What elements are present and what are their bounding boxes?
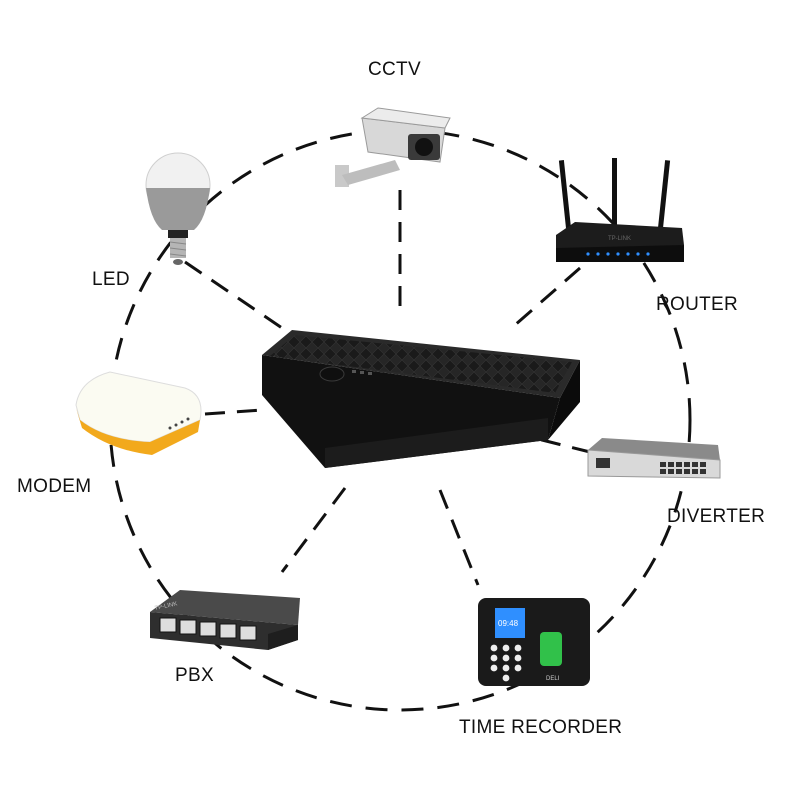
pbx-icon: TP-LINK xyxy=(150,590,300,650)
label-modem: MODEM xyxy=(17,476,92,497)
modem-icon xyxy=(75,371,202,455)
time-recorder-icon: 09:48 DELI xyxy=(478,598,590,686)
label-diverter: DIVERTER xyxy=(667,506,766,527)
mini-ups-device xyxy=(262,330,580,468)
line-router xyxy=(514,266,581,327)
time-recorder-clock: 09:48 xyxy=(498,619,519,628)
router-icon: TP-LINK xyxy=(556,158,684,262)
label-time-recorder: TIME RECORDER xyxy=(459,717,623,738)
led-bulb-icon xyxy=(145,152,211,265)
line-time-recorder xyxy=(438,489,480,586)
cctv-camera-icon xyxy=(335,107,451,187)
time-recorder-brand: DELI xyxy=(546,676,560,682)
label-led: LED xyxy=(92,269,130,290)
router-brand: TP-LINK xyxy=(608,236,631,242)
line-pbx xyxy=(280,487,347,573)
label-router: ROUTER xyxy=(656,294,739,315)
pbx-brand: TP-LINK xyxy=(154,601,178,612)
label-cctv: CCTV xyxy=(368,59,421,80)
line-led xyxy=(184,260,286,332)
label-pbx: PBX xyxy=(175,665,214,686)
line-modem xyxy=(204,408,263,416)
diverter-icon xyxy=(587,438,721,479)
